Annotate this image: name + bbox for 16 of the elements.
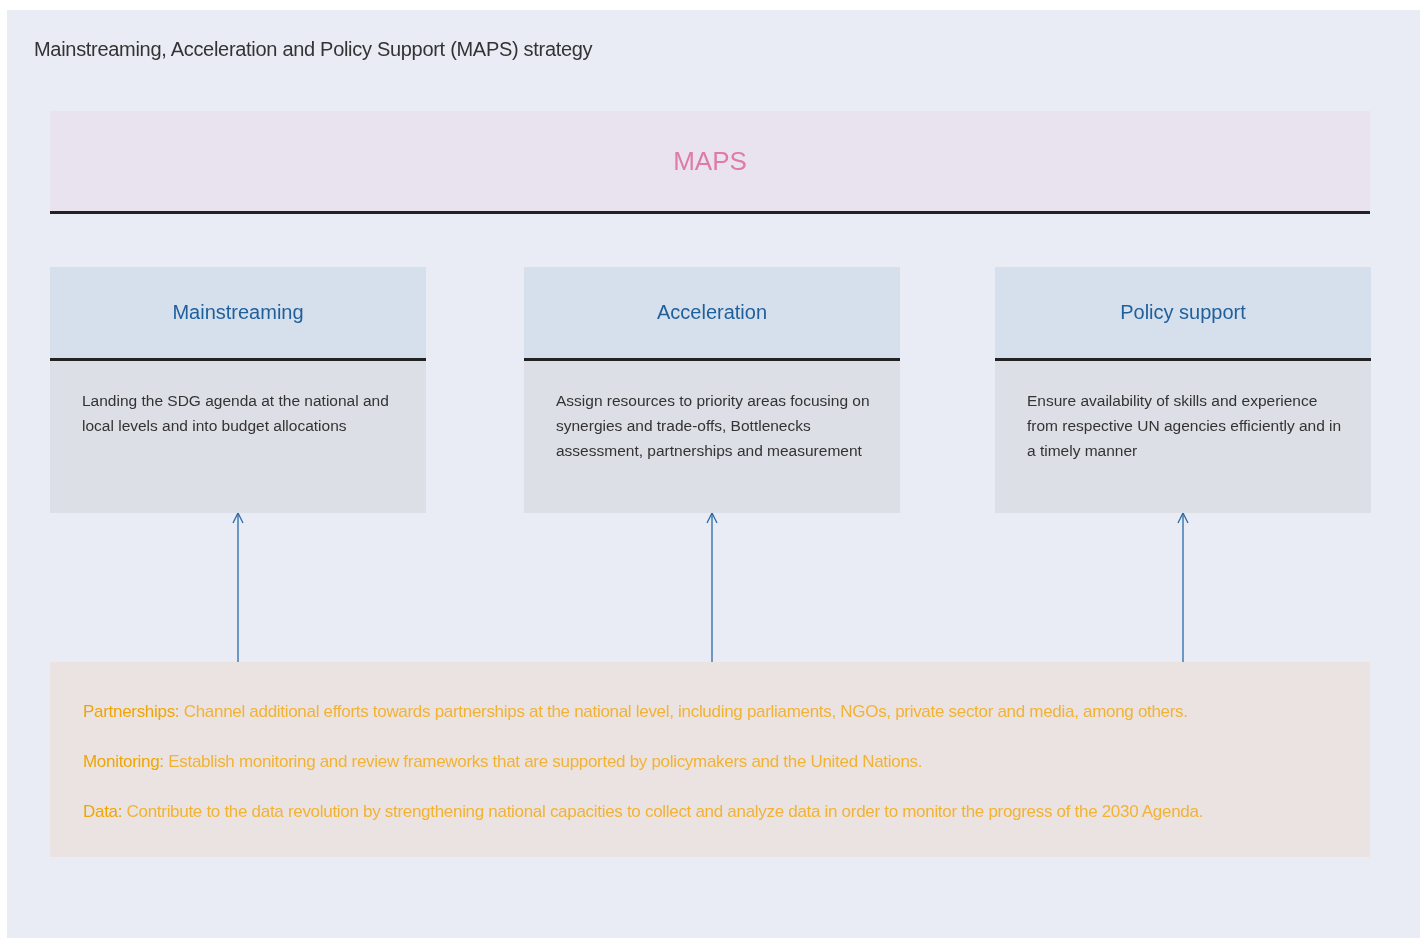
support-text: Data: Contribute to the data revolution by strengthening national capacities to collect and analyze data in order to monitor the progress of the 2030 Agenda. bbox=[83, 801, 1205, 823]
arrow bbox=[706, 512, 718, 663]
support-panel bbox=[50, 662, 1370, 857]
column-title: Mainstreaming bbox=[172, 301, 304, 324]
support-text: Monitoring: Establish monitoring and review frameworks that are supported by policymakers and the United Nations. bbox=[83, 751, 924, 773]
column-title: Policy support bbox=[1120, 301, 1246, 324]
heading-band bbox=[50, 111, 1370, 214]
arrow bbox=[1177, 512, 1189, 663]
column-description: Assign resources to priority areas focusing on synergies and trade-offs, Bottlenecks assessment, partnerships and measurement bbox=[556, 391, 871, 461]
support-text: Partnerships: Channel additional efforts towards partnerships at the national level, including parliaments, NGOs, private sector and media, among others. bbox=[83, 701, 1189, 723]
diagram-title: Mainstreaming, Acceleration and Policy Support (MAPS) strategy bbox=[34, 38, 593, 61]
column-description: Landing the SDG agenda at the national and local levels and into budget allocations bbox=[82, 391, 390, 436]
arrow bbox=[232, 512, 244, 663]
column-description: Ensure availability of skills and experience from respective UN agencies efficiently and in a timely manner bbox=[1027, 391, 1343, 461]
column-title: Acceleration bbox=[656, 301, 768, 324]
band-title: MAPS bbox=[673, 145, 747, 177]
